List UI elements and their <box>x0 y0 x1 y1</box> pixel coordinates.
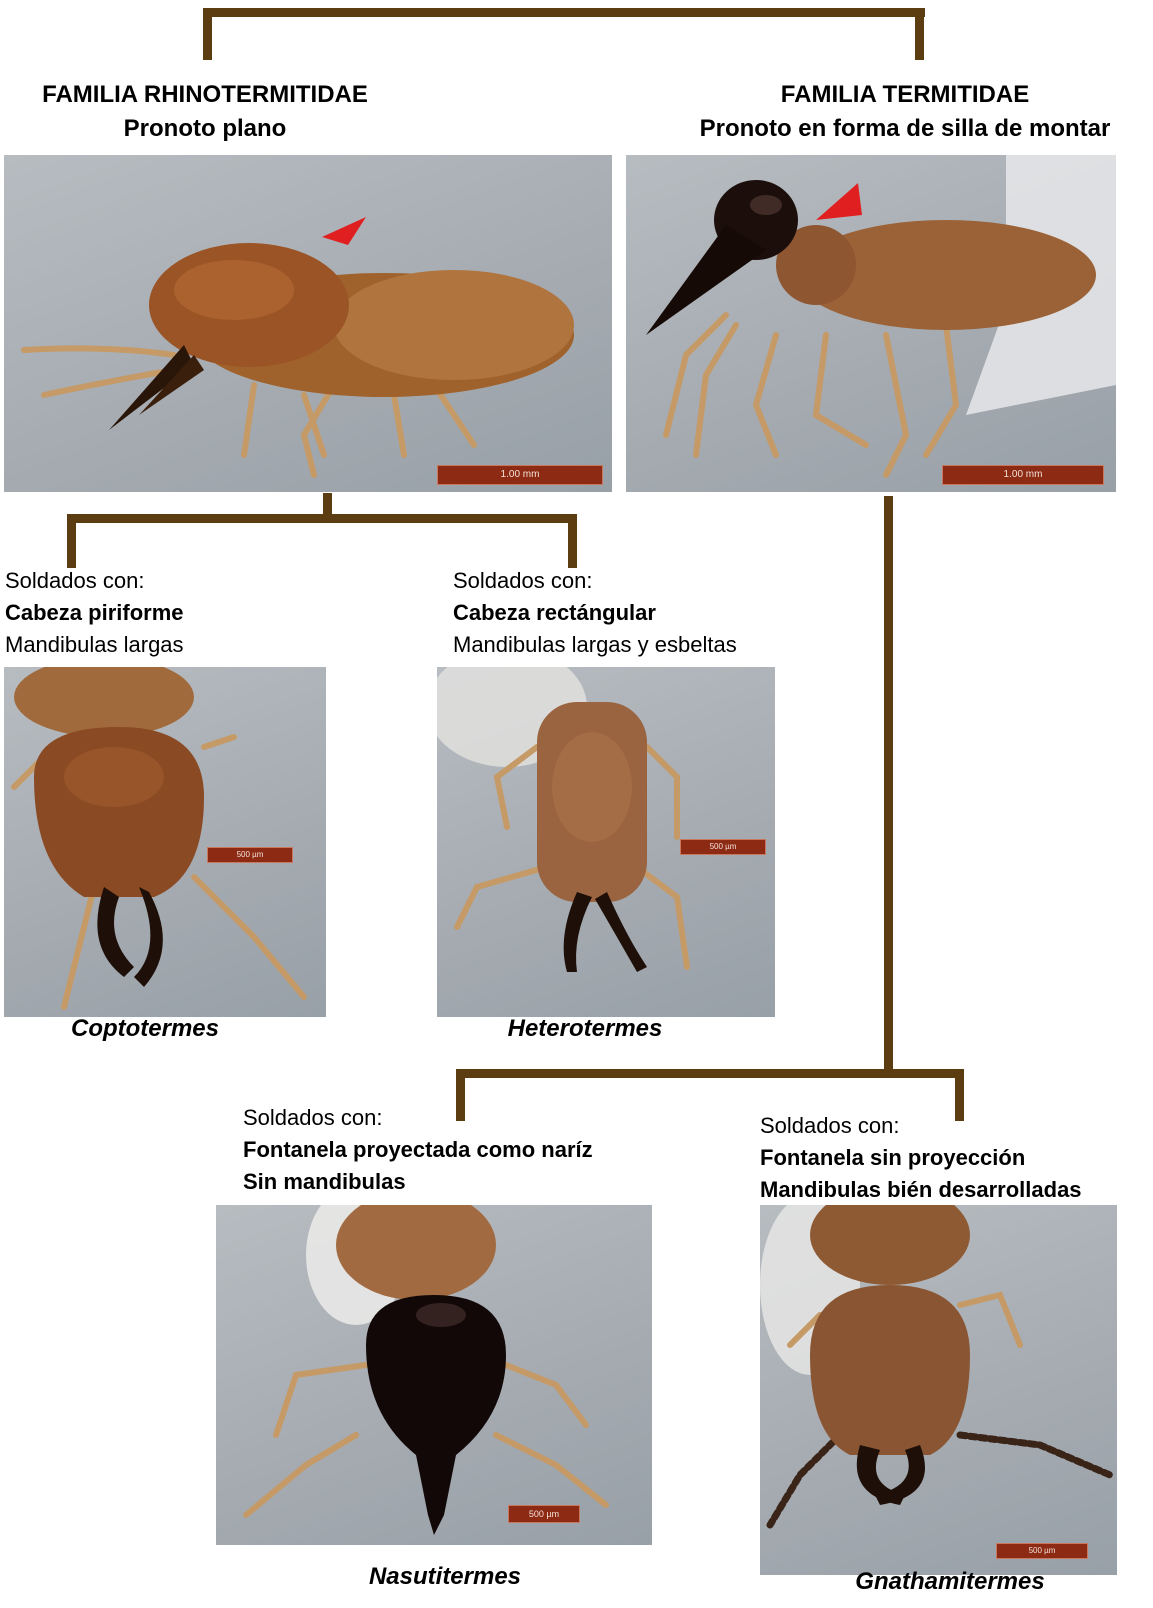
description-line: Mandibulas largas <box>5 629 184 661</box>
photo-heterotermes-head: 500 µm <box>437 667 775 1017</box>
family-trait: Pronoto plano <box>0 112 410 146</box>
termite-photo-icon <box>626 155 1116 492</box>
description-intro: Soldados con: <box>5 565 184 597</box>
genus-gnathamitermes-name: Gnathamitermes <box>830 1568 1070 1596</box>
description-line: Mandibulas largas y esbeltas <box>453 629 737 661</box>
photo-coptotermes-head: 500 µm <box>4 667 326 1017</box>
family-name: FAMILIA TERMITIDAE <box>670 78 1140 112</box>
red-arrow-marker-icon <box>816 183 862 220</box>
scale-bar: 500 µm <box>207 847 293 863</box>
genus-nasutitermes-name: Nasutitermes <box>335 1563 555 1591</box>
scale-bar: 500 µm <box>680 839 766 855</box>
genus-gnathamitermes-description: Soldados con: Fontanela sin proyección M… <box>760 1110 1082 1206</box>
description-intro: Soldados con: <box>760 1110 1082 1142</box>
photo-termitidae-soldier: 1.00 mm <box>626 155 1116 492</box>
description-intro: Soldados con: <box>453 565 737 597</box>
termite-photo-icon <box>760 1205 1117 1575</box>
genus-heterotermes-name: Heterotermes <box>480 1015 690 1043</box>
red-arrow-marker-icon <box>322 217 366 245</box>
genus-heterotermes-description: Soldados con: Cabeza rectángular Mandibu… <box>453 565 737 661</box>
family-rhinotermitidae-heading: FAMILIA RHINOTERMITIDAE Pronoto plano <box>0 78 410 146</box>
genus-coptotermes-description: Soldados con: Cabeza piriforme Mandibula… <box>5 565 184 661</box>
photo-nasutitermes-head: 500 µm <box>216 1205 652 1545</box>
scale-bar: 500 µm <box>508 1505 580 1523</box>
family-name: FAMILIA RHINOTERMITIDAE <box>0 78 410 112</box>
description-bold: Cabeza piriforme <box>5 597 184 629</box>
photo-rhinotermitidae-soldier: 1.00 mm <box>4 155 612 492</box>
scale-bar: 1.00 mm <box>437 465 603 485</box>
description-bold: Mandibulas bién desarrolladas <box>760 1174 1082 1206</box>
photo-gnathamitermes-head: 500 µm <box>760 1205 1117 1575</box>
genus-coptotermes-name: Coptotermes <box>40 1015 250 1043</box>
description-bold: Fontanela sin proyección <box>760 1142 1082 1174</box>
scale-bar: 500 µm <box>996 1543 1088 1559</box>
description-bold: Sin mandibulas <box>243 1166 593 1198</box>
description-bold: Fontanela proyectada como naríz <box>243 1134 593 1166</box>
family-trait: Pronoto en forma de silla de montar <box>670 112 1140 146</box>
termite-photo-icon <box>4 155 612 492</box>
family-termitidae-heading: FAMILIA TERMITIDAE Pronoto en forma de s… <box>670 78 1140 146</box>
genus-nasutitermes-description: Soldados con: Fontanela proyectada como … <box>243 1102 593 1198</box>
description-bold: Cabeza rectángular <box>453 597 737 629</box>
description-intro: Soldados con: <box>243 1102 593 1134</box>
termite-photo-icon <box>4 667 326 1017</box>
scale-bar: 1.00 mm <box>942 465 1104 485</box>
termite-photo-icon <box>216 1205 652 1545</box>
